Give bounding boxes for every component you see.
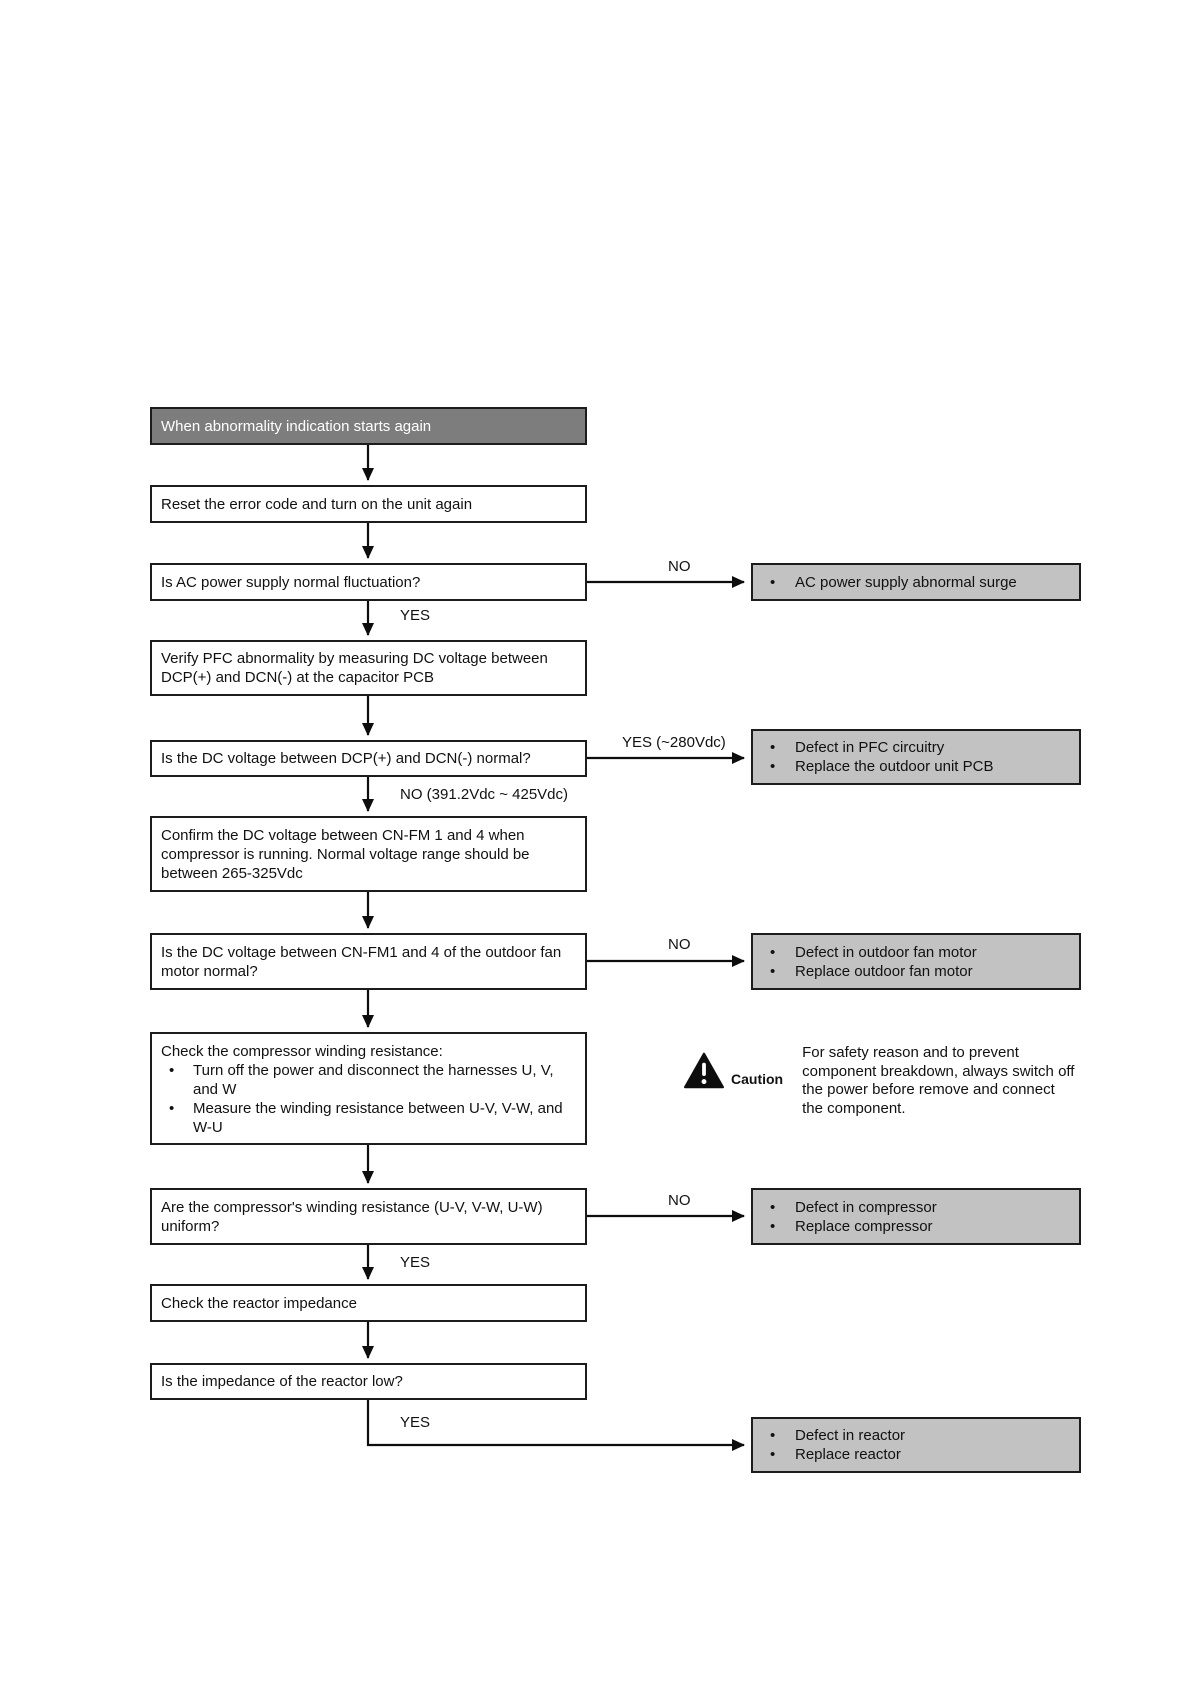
process-verify-pfc-text: Verify PFC abnormality by measuring DC v… bbox=[161, 650, 548, 686]
process-check-winding-bullet: Turn off the power and disconnect the ha… bbox=[161, 1061, 576, 1099]
caution-note: Caution For safety reason and to prevent… bbox=[684, 1044, 1084, 1118]
branch-label-yes-reactor: YES bbox=[400, 1414, 431, 1431]
caution-text: For safety reason and to prevent compone… bbox=[802, 1044, 1075, 1117]
decision-ac-supply-text: Is AC power supply normal fluctuation? bbox=[161, 573, 421, 591]
process-check-winding-title: Check the compressor winding resistance: bbox=[161, 1043, 443, 1060]
result-reactor-item: Defect in reactor bbox=[763, 1426, 1069, 1445]
decision-fan-motor: Is the DC voltage between CN-FM1 and 4 o… bbox=[150, 933, 587, 990]
process-check-reactor-text: Check the reactor impedance bbox=[161, 1294, 357, 1312]
decision-dc-voltage-text: Is the DC voltage between DCP(+) and DCN… bbox=[161, 750, 531, 767]
result-surge-item: AC power supply abnormal surge bbox=[763, 573, 1069, 592]
process-reset-text: Reset the error code and turn on the uni… bbox=[161, 495, 473, 513]
result-reactor-item: Replace reactor bbox=[763, 1445, 1069, 1464]
result-fan-item: Replace outdoor fan motor bbox=[763, 962, 1069, 981]
decision-winding-uniform-text: Are the compressor's winding resistance … bbox=[161, 1198, 543, 1235]
decision-winding-uniform: Are the compressor's winding resistance … bbox=[150, 1188, 587, 1245]
branch-label-no-surge: NO bbox=[668, 558, 691, 575]
decision-reactor-low-text: Is the impedance of the reactor low? bbox=[161, 1373, 403, 1390]
branch-label-yes-winding: YES bbox=[400, 1254, 431, 1271]
result-pfc-item: Replace the outdoor unit PCB bbox=[763, 757, 1069, 776]
process-check-reactor: Check the reactor impedance bbox=[150, 1284, 587, 1322]
decision-dc-voltage: Is the DC voltage between DCP(+) and DCN… bbox=[150, 740, 587, 777]
process-confirm-cnfm-text: Confirm the DC voltage between CN-FM 1 a… bbox=[161, 826, 530, 882]
result-compressor: Defect in compressor Replace compressor bbox=[751, 1188, 1081, 1245]
result-reactor: Defect in reactor Replace reactor bbox=[751, 1417, 1081, 1473]
result-surge: AC power supply abnormal surge bbox=[751, 563, 1081, 601]
decision-fan-motor-text: Is the DC voltage between CN-FM1 and 4 o… bbox=[161, 943, 562, 980]
branch-label-yes-supply: YES bbox=[400, 607, 431, 624]
decision-reactor-low: Is the impedance of the reactor low? bbox=[150, 1363, 587, 1400]
result-fan: Defect in outdoor fan motor Replace outd… bbox=[751, 933, 1081, 990]
branch-label-no-winding: NO bbox=[668, 1192, 691, 1209]
result-fan-item: Defect in outdoor fan motor bbox=[763, 943, 1069, 962]
result-compressor-item: Replace compressor bbox=[763, 1217, 1069, 1236]
decision-ac-supply: Is AC power supply normal fluctuation? bbox=[150, 563, 587, 601]
process-reset: Reset the error code and turn on the uni… bbox=[150, 485, 587, 523]
branch-label-yes-280vdc: YES (~280Vdc) bbox=[622, 734, 726, 751]
start-banner-label: When abnormality indication starts again bbox=[161, 417, 432, 435]
result-pfc: Defect in PFC circuitry Replace the outd… bbox=[751, 729, 1081, 785]
process-check-winding: Check the compressor winding resistance:… bbox=[150, 1032, 587, 1145]
result-pfc-item: Defect in PFC circuitry bbox=[763, 738, 1069, 757]
result-compressor-item: Defect in compressor bbox=[763, 1198, 1069, 1217]
process-confirm-cnfm: Confirm the DC voltage between CN-FM 1 a… bbox=[150, 816, 587, 892]
caution-label: Caution bbox=[731, 1071, 784, 1087]
caution-warning-icon bbox=[684, 1052, 724, 1089]
start-banner: When abnormality indication starts again bbox=[150, 407, 587, 445]
branch-label-no-fan: NO bbox=[668, 936, 691, 953]
process-check-winding-bullet: Measure the winding resistance between U… bbox=[161, 1099, 576, 1137]
process-verify-pfc: Verify PFC abnormality by measuring DC v… bbox=[150, 640, 587, 696]
branch-label-no-391vdc: NO (391.2Vdc ~ 425Vdc) bbox=[400, 786, 569, 803]
